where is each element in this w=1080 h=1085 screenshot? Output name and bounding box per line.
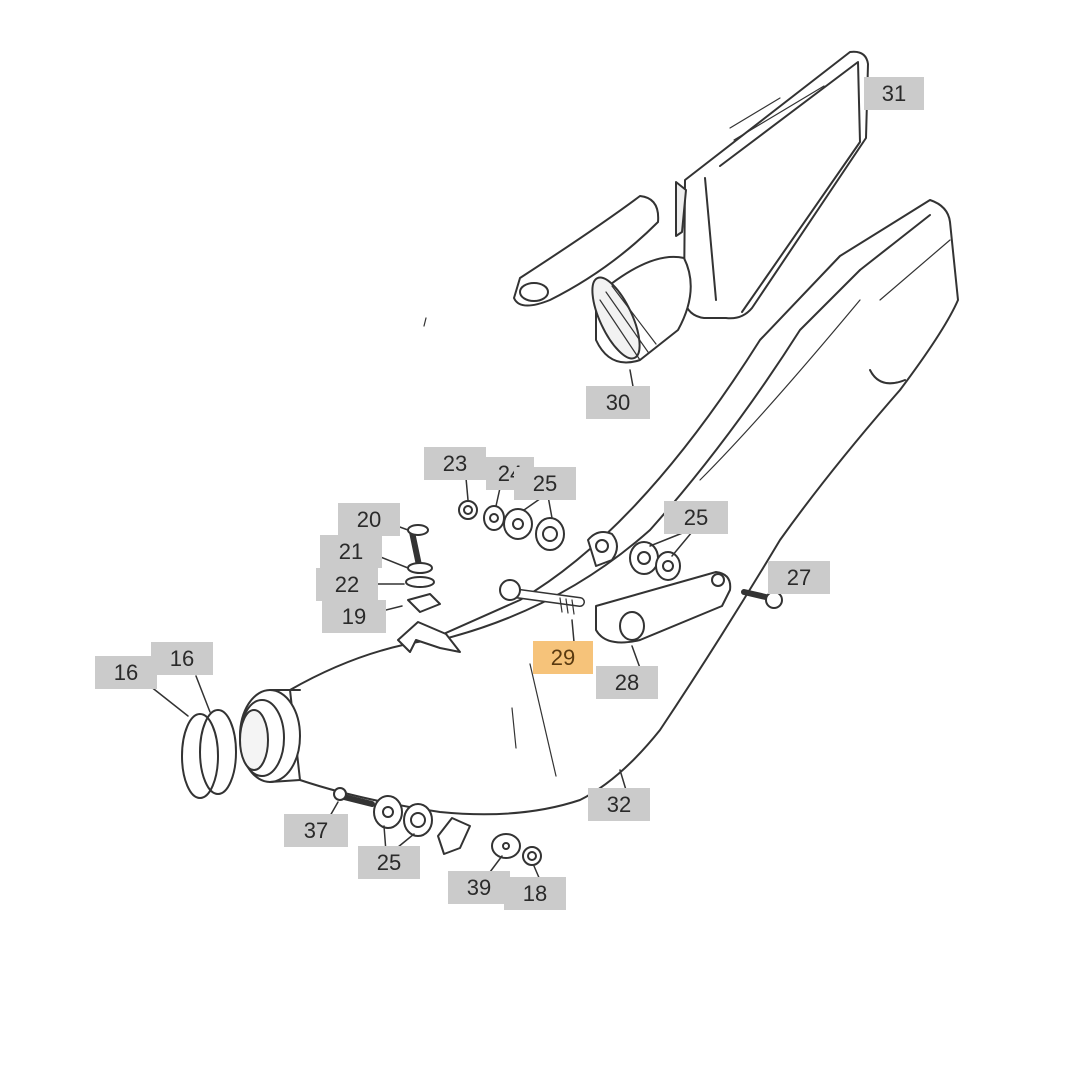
callout-22[interactable]: 22 [316, 568, 378, 601]
intake-duct-part-30 [513, 195, 692, 393]
callout-27[interactable]: 27 [768, 561, 830, 594]
washer-part-22 [375, 576, 435, 588]
callout-32[interactable]: 32 [588, 788, 650, 821]
nut-part-19 [377, 593, 441, 613]
callout-19[interactable]: 19 [322, 600, 386, 633]
lower-mount-tab [437, 817, 471, 855]
bushing-part-25-bottom [373, 795, 433, 853]
nut-part-18 [522, 846, 542, 881]
callout-39[interactable]: 39 [448, 871, 510, 904]
callout-37[interactable]: 37 [284, 814, 348, 847]
washer-part-24 [483, 487, 505, 531]
callout-21[interactable]: 21 [320, 535, 382, 568]
callout-20[interactable]: 20 [338, 503, 400, 536]
callout-25-right[interactable]: 25 [664, 501, 728, 534]
callout-30[interactable]: 30 [586, 386, 650, 419]
callout-18[interactable]: 18 [504, 877, 566, 910]
bushing-part-25-top [503, 495, 565, 551]
callout-28[interactable]: 28 [596, 666, 658, 699]
nut-part-23 [458, 477, 478, 520]
bolt-part-37 [329, 787, 375, 817]
spigot-part [239, 689, 301, 783]
bracket-part-28 [595, 571, 732, 669]
callout-31[interactable]: 31 [864, 77, 924, 110]
washer-part-21 [377, 555, 433, 574]
clip-part [397, 621, 461, 653]
callout-25-bottom[interactable]: 25 [358, 846, 420, 879]
washer-part-39 [489, 833, 521, 873]
swingarm-body-part-32 [289, 199, 959, 816]
callout-16-left[interactable]: 16 [95, 656, 157, 689]
mount-lug [587, 531, 618, 567]
pivot-bolt-part-29 [499, 579, 585, 643]
bushing-part-25-right [629, 529, 693, 581]
callout-25-top[interactable]: 25 [514, 467, 576, 500]
callout-29[interactable]: 29 [533, 641, 593, 674]
o-ring-part-16 [181, 709, 237, 799]
air-box-part-31 [675, 50, 869, 320]
callout-16-right[interactable]: 16 [151, 642, 213, 675]
callout-23[interactable]: 23 [424, 447, 486, 480]
